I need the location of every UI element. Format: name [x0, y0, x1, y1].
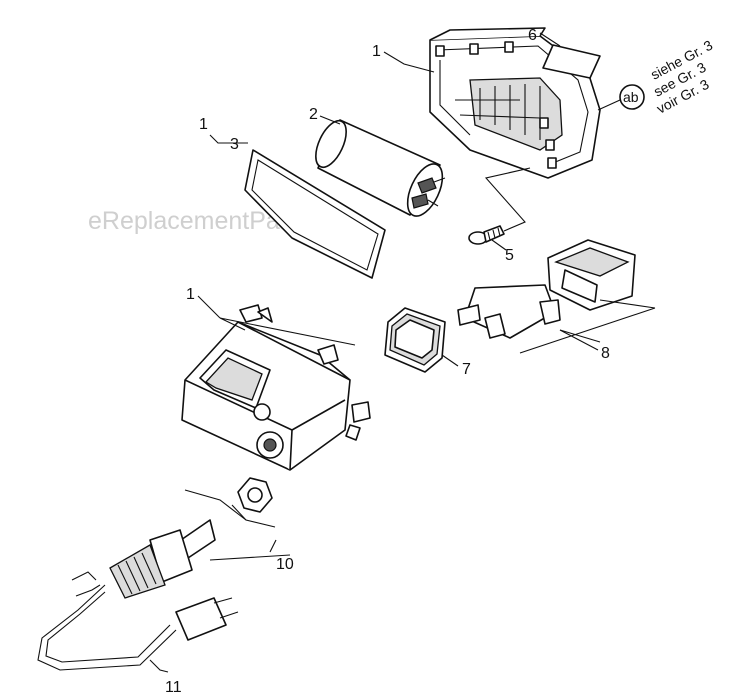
switch-cover: [384, 307, 459, 373]
label-plate: [539, 32, 601, 79]
callout-10-strain-relief: 10: [276, 556, 294, 573]
callout-6-label: 6: [528, 27, 537, 44]
callout-1-upper-cover: 1: [372, 43, 381, 60]
gasket: [209, 134, 386, 279]
screw: [468, 167, 531, 245]
power-cord: [37, 571, 239, 673]
lock-nut: [231, 477, 276, 528]
main-housing: [181, 304, 371, 471]
callout-5-screw: 5: [505, 247, 514, 264]
reference-notes: siehe Gr. 3 see Gr. 3 voir Gr. 3: [648, 37, 715, 117]
strain-relief: [109, 489, 291, 599]
callout-7-switch-cover: 7: [462, 361, 471, 378]
callout-8-switch-assembly: 8: [601, 345, 610, 362]
callout-1-housing: 1: [186, 286, 195, 303]
reference-badge: ab: [597, 84, 645, 111]
capacitor: [315, 119, 446, 217]
callout-3-gasket: 3: [230, 136, 239, 153]
switch-assembly: [457, 239, 656, 354]
callout-1-gasket-group: 1: [199, 116, 208, 133]
callout-11-power-cord: 11: [165, 679, 182, 696]
reference-badge-text: ab: [623, 89, 639, 105]
callout-2-capacitor: 2: [309, 106, 318, 123]
